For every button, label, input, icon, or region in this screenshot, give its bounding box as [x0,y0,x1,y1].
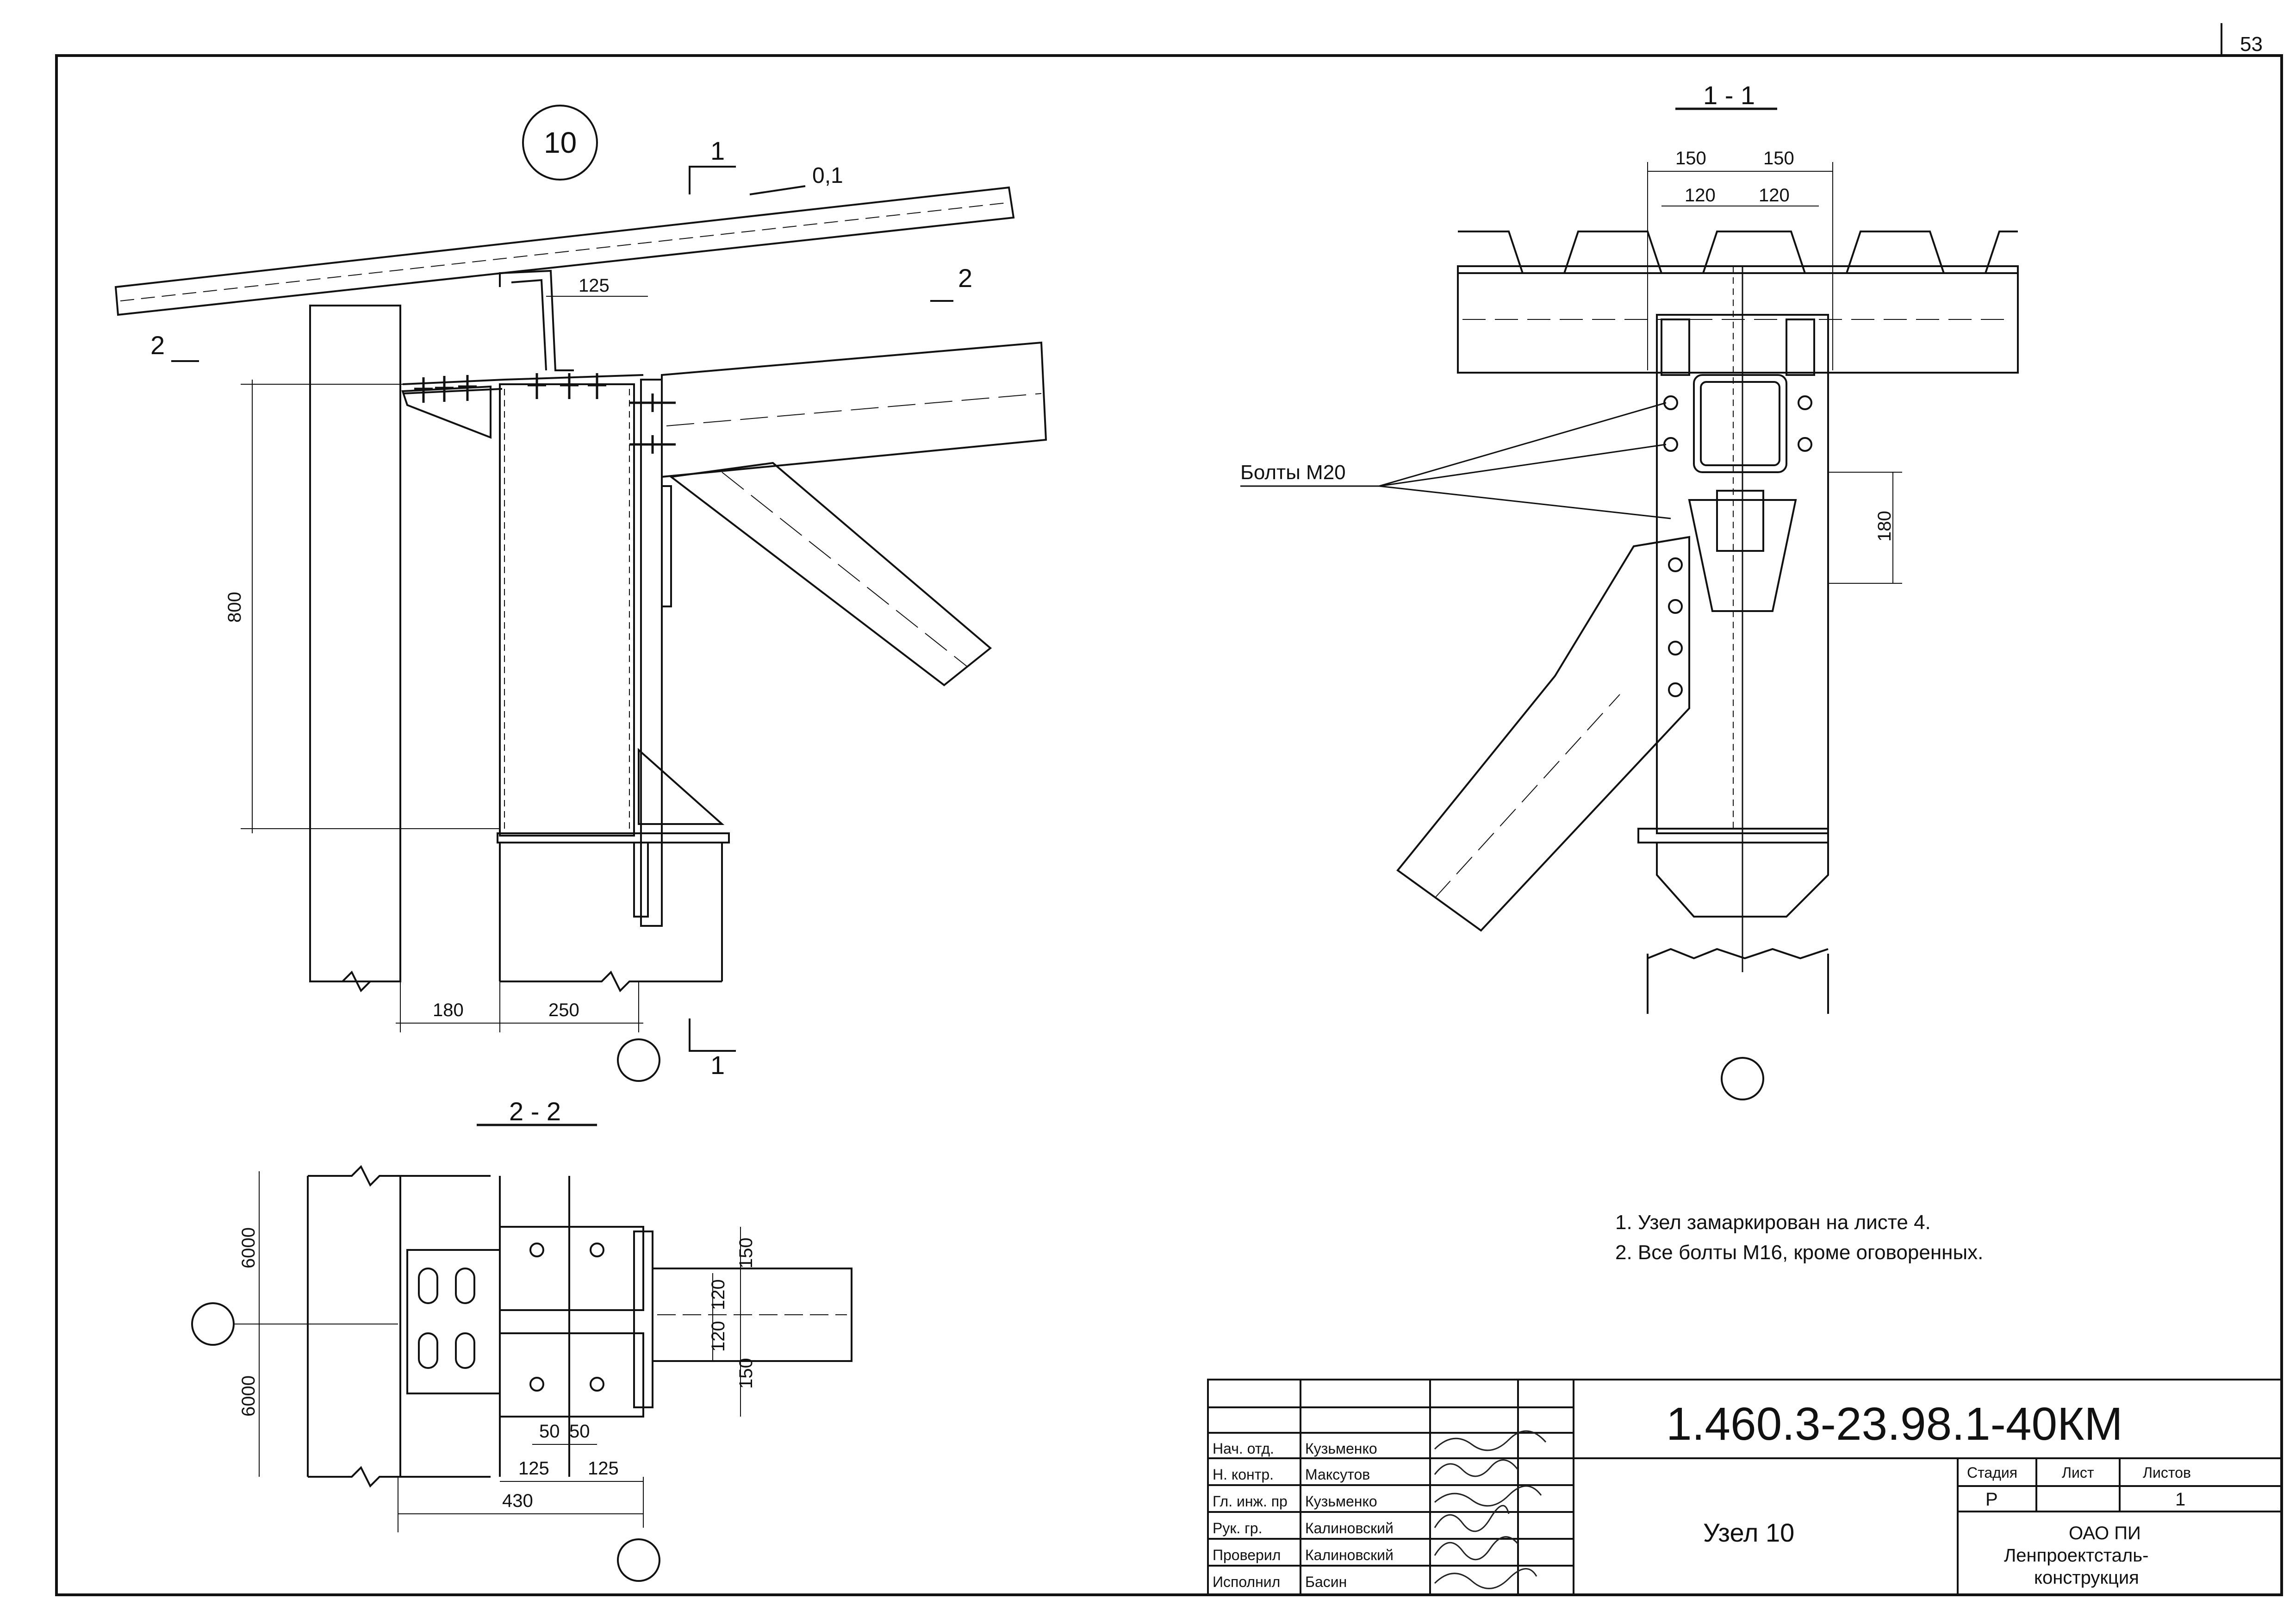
dim-180-v-label: 180 [1874,511,1895,542]
bracket-lower [499,1332,644,1418]
tb-role-2: Н. контр. [1213,1466,1274,1483]
sheets-value: 1 [2175,1489,2185,1510]
end-plate [640,379,663,927]
section-brace [1396,536,1690,932]
tb-role-4: Рук. гр. [1213,1520,1262,1537]
roof-sheet [114,186,1015,316]
axis-marker-1-1 [1721,1057,1764,1100]
rectangular-tube [1693,374,1787,473]
section-base-plate [1637,828,1829,843]
slope-label: 0,1 [812,163,843,188]
node-main-view [114,105,1047,1082]
dim-6000b-label: 6000 [238,1375,259,1417]
tb-name-5: Калиновский [1305,1547,1394,1563]
gusset-plate [1688,499,1797,612]
sheet-header: Лист [2062,1464,2094,1481]
section-2-2-title: 2 - 2 [509,1097,561,1126]
tb-name-6: Басин [1305,1574,1347,1590]
left-column [309,305,401,982]
dim-50b-label: 50 [569,1421,590,1442]
dim-800-label: 800 [224,592,245,623]
dim-250-label: 250 [548,1000,579,1020]
tb-role-1: Нач. отд. [1213,1440,1274,1457]
slotted-hole-plate [406,1249,501,1394]
tb-name-3: Кузьменко [1305,1493,1377,1510]
section-2-2-view [191,1124,852,1582]
axis-marker-2-2-bottom [617,1538,660,1582]
dim-120b-v-label: 120 [708,1321,728,1352]
section-1-bottom-label: 1 [710,1050,725,1080]
bolts-leader-3 [1379,485,1671,519]
drawing-name: Узел 10 [1703,1518,1794,1547]
org-line-3: конструкция [2034,1568,2139,1588]
dim-50a-label: 50 [539,1421,560,1442]
dim-125b-label: 125 [588,1458,619,1479]
drawing-code: 1.460.3-23.98.1-40КМ [1666,1398,2123,1450]
tb-role-5: Проверил [1213,1547,1281,1563]
sheets-header: Листов [2143,1464,2191,1481]
central-post [499,383,635,837]
sheet-frame [55,23,2283,1596]
section-2-right-label: 2 [958,263,972,293]
dim-125-label: 125 [579,275,610,296]
tb-name-2: Максутов [1305,1466,1370,1483]
section-1-1-view [1240,107,2019,1100]
stage-value: Р [1985,1489,1998,1510]
bracket-upper [499,1226,644,1311]
dim-150b-label: 150 [1763,148,1794,169]
diagonal-brace [668,462,992,687]
slotted-holes [418,1268,475,1369]
dim-120a-label: 120 [1685,185,1716,206]
bolts-leader-2 [1379,443,1667,487]
dim-6000a-label: 6000 [238,1227,259,1268]
dim-120a-v-label: 120 [708,1279,728,1310]
section-2-2-beam [652,1268,852,1362]
base-stiffener [638,748,725,825]
dim-150a-label: 150 [1675,148,1706,169]
node-marker-label: 10 [544,126,577,159]
dim-125a-label: 125 [518,1458,549,1479]
dim-120b-label: 120 [1759,185,1790,206]
section-2-left-label: 2 [150,331,165,360]
bolts-leader-1 [1379,402,1667,487]
org-line-2: Ленпроектсталь- [2004,1545,2148,1566]
dim-180-label: 180 [433,1000,464,1020]
node-marker-circle [522,105,598,181]
tb-name-4: Калиновский [1305,1520,1394,1537]
title-block [1207,1379,2283,1596]
note-1: 1. Узел замаркирован на листе 4. [1615,1211,1931,1234]
sheet-number: 53 [2240,33,2263,56]
rafter-beam [661,341,1047,478]
section-1-top-label: 1 [710,136,725,165]
org-line-1: ОАО ПИ [2069,1523,2141,1543]
tb-role-6: Исполнил [1213,1574,1280,1590]
base-plate [497,832,730,843]
section-beam [1457,265,2019,374]
dim-150a-v-label: 150 [736,1237,756,1268]
section-mark-1-top [689,166,736,194]
stage-header: Стадия [1967,1464,2017,1481]
section-mark-1-bottom [689,1018,736,1052]
signature-marks [1434,1430,1547,1589]
tb-role-3: Гл. инж. пр [1213,1493,1288,1510]
bolts-m20-label: Болты М20 [1240,461,1346,484]
dim-150b-v-label: 150 [736,1358,756,1389]
section-1-1-title: 1 - 1 [1703,81,1755,110]
note-2: 2. Все болты М16, кроме оговоренных. [1615,1241,1983,1264]
tb-name-1: Кузьменко [1305,1440,1377,1457]
roof-purlin [499,269,574,371]
bolt-group-endplate [629,394,676,454]
axis-marker-bottom [617,1038,660,1082]
dim-430-label: 430 [502,1491,533,1511]
